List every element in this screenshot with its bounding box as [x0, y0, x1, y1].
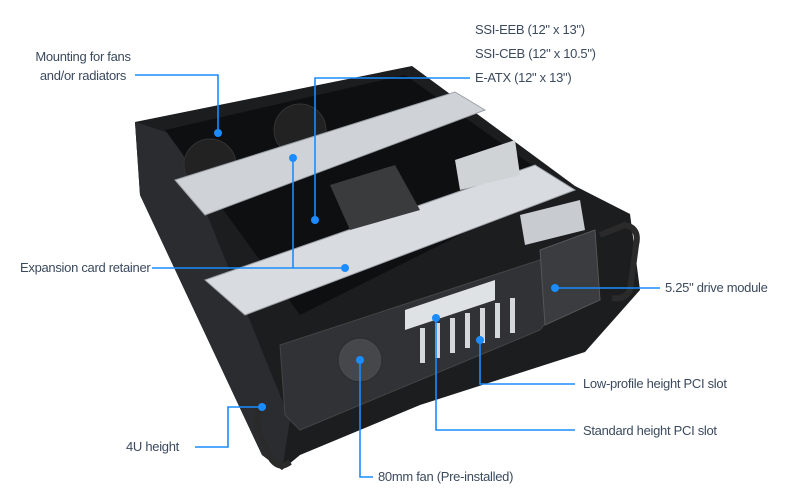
- callout-dot: [311, 216, 319, 224]
- standard-pci-slot: [405, 280, 495, 330]
- label-80mm-fan: 80mm fan (Pre-installed): [378, 469, 514, 484]
- callout-line-mounting: [135, 74, 219, 133]
- callout-dot: [214, 129, 222, 137]
- rack-handle-right: [598, 221, 640, 302]
- callout-dot: [356, 356, 364, 364]
- callout-dot: [476, 336, 484, 344]
- drive-module: [539, 229, 601, 326]
- drive-bay-top: [520, 200, 585, 245]
- internal-cage: [455, 140, 520, 190]
- top-rail-rear: [204, 164, 577, 316]
- callout-dot: [551, 284, 559, 292]
- label-mounting-line1: Mounting for fans: [35, 49, 131, 64]
- callout-line-standard: [435, 318, 575, 431]
- label-eatx: E-ATX (12" x 13"): [475, 70, 572, 85]
- callout-dot: [341, 264, 349, 272]
- callout-dot: [432, 314, 440, 322]
- label-ssi-eeb: SSI-EEB (12" x 13"): [475, 22, 585, 37]
- rack-handle-left: [254, 403, 292, 469]
- callout-line-fan: [359, 360, 373, 478]
- low-profile-pci-slots: [420, 298, 515, 363]
- callout-line-4u: [195, 406, 262, 448]
- label-4u-height: 4U height: [126, 439, 179, 454]
- callout-line-lowprofile: [479, 340, 575, 385]
- label-expansion-retainer: Expansion card retainer: [20, 260, 151, 275]
- label-drive-module: 5.25" drive module: [665, 280, 768, 295]
- top-rail-front: [174, 91, 487, 216]
- label-low-profile-pci: Low-profile height PCI slot: [583, 376, 727, 391]
- label-ssi-ceb: SSI-CEB (12" x 10.5"): [475, 46, 596, 61]
- callout-line-eatx: [314, 77, 470, 220]
- internal-bracket: [330, 165, 420, 230]
- callout-dot: [289, 154, 297, 162]
- label-standard-pci: Standard height PCI slot: [583, 423, 717, 438]
- label-mounting: Mounting for fans and/or radiators: [28, 47, 138, 85]
- callout-dot: [258, 403, 266, 411]
- label-mounting-line2: and/or radiators: [39, 68, 127, 83]
- chassis-side: [135, 122, 290, 470]
